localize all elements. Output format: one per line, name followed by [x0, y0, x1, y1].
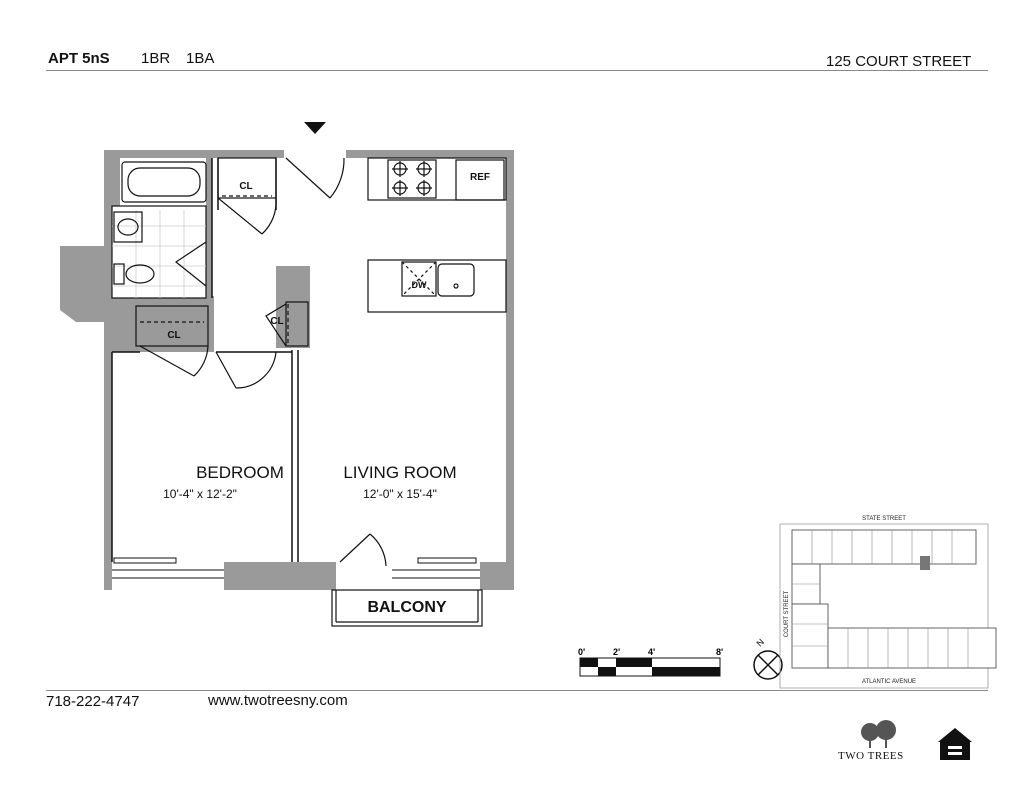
- scale-tick-label: 8': [716, 647, 723, 657]
- north-compass-icon: [753, 650, 783, 680]
- living-room-label: LIVING ROOM: [343, 463, 456, 482]
- website-link[interactable]: www.twotreesny.com: [208, 692, 348, 709]
- closet-label: CL: [167, 330, 180, 341]
- street-label: ATLANTIC AVENUE: [862, 679, 916, 685]
- street-label: STATE STREET: [862, 516, 906, 522]
- windows: [112, 557, 480, 579]
- living-room-dimensions: 12'-0" x 15'-4": [363, 487, 437, 501]
- site-map: STATE STREET ATLANTIC AVENUE COURT STREE…: [779, 516, 997, 689]
- building-address: 125 COURT STREET: [826, 53, 972, 70]
- balcony-label: BALCONY: [367, 599, 446, 616]
- street-label: COURT STREET: [784, 590, 790, 637]
- closet-label: CL: [239, 181, 252, 192]
- balcony: [331, 533, 483, 627]
- phone-number: 718-222-4747: [46, 693, 140, 710]
- tree-logo-icon: [861, 720, 896, 748]
- closet-label: CL: [270, 316, 283, 327]
- footer-rule: [46, 690, 988, 691]
- interior-walls: [111, 158, 299, 562]
- entry-arrow-icon: [304, 122, 326, 134]
- unit-highlight: [920, 556, 930, 570]
- unit-number: APT 5nS: [48, 50, 110, 67]
- scale-tick-label: 0': [578, 647, 585, 657]
- kitchen: [367, 157, 507, 313]
- brand-name: TWO TREES: [838, 750, 904, 762]
- scale-tick-label: 4': [648, 647, 655, 657]
- entry-door: [285, 157, 345, 199]
- bedroom-label: BEDROOM: [196, 463, 284, 482]
- bathroom-count: 1BA: [186, 50, 215, 67]
- bathroom: [111, 161, 207, 299]
- stove-burners-icon: [392, 161, 432, 196]
- scale-bar: 0' 2' 4' 8': [578, 647, 723, 677]
- header-rule: [46, 70, 988, 71]
- equal-housing-icon: [938, 728, 972, 760]
- north-label: N: [754, 637, 766, 649]
- bedroom-count: 1BR: [141, 50, 171, 67]
- dishwasher-label: DW: [412, 280, 427, 290]
- closets: [135, 157, 309, 389]
- refrigerator-label: REF: [470, 172, 490, 183]
- scale-tick-label: 2': [613, 647, 620, 657]
- bedroom-dimensions: 10'-4" x 12'-2": [163, 487, 237, 501]
